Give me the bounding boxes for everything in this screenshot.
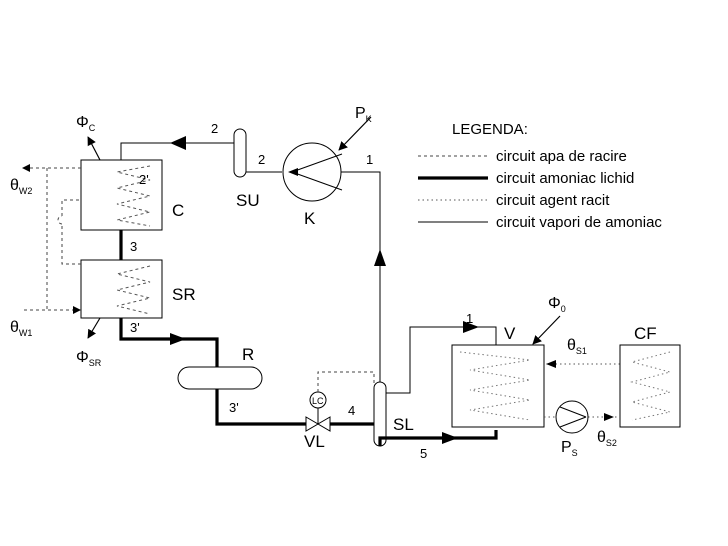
- theta-s1-arrow-icon: [546, 360, 556, 368]
- phi-sr-symbol: ΦSR: [76, 349, 102, 368]
- cooling-water-circuit: [22, 167, 81, 311]
- pipe-v-to-sl: [386, 326, 497, 394]
- point-3-label: 3: [130, 239, 137, 254]
- evaporator-label: V: [504, 324, 516, 343]
- level-control-signal-line: [317, 371, 375, 392]
- legend-item-ammonia-vapour: circuit vapori de amoniac: [496, 214, 662, 231]
- point-2-prime-label: 2': [139, 172, 149, 187]
- phi-c-arrow-icon: [87, 136, 101, 161]
- condenser: C 2': [80, 159, 184, 231]
- point-2-compressor-label: 2: [258, 152, 265, 167]
- point-1-evaporator-label: 1: [466, 311, 473, 326]
- legend-item-liquid-ammonia: circuit amoniac lichid: [496, 170, 634, 187]
- separator-su: SU: [233, 128, 260, 210]
- phi-0-arrow-icon: [532, 315, 561, 345]
- flow-arrow-2-icon: [170, 136, 186, 150]
- ps-symbol: PS: [561, 439, 578, 458]
- theta-w2-symbol: θW2: [10, 177, 32, 196]
- subcooler: SR: [80, 259, 196, 319]
- point-5-label: 5: [420, 446, 427, 461]
- theta-s2-arrow-icon: [604, 413, 614, 421]
- flow-arrow-1-icon: [374, 249, 386, 266]
- flow-arrow-1-evap-icon: [463, 321, 479, 333]
- point-2-top-label: 2: [211, 121, 218, 136]
- subcooler-label: SR: [172, 285, 196, 304]
- level-control-label: LC: [312, 396, 324, 406]
- separator-su-label: SU: [236, 191, 260, 210]
- phi-c-symbol: ΦC: [76, 114, 96, 133]
- separator-sl: SL: [373, 381, 414, 447]
- theta-s1-symbol: θS1: [567, 337, 587, 356]
- theta-s2-symbol: θS2: [597, 429, 617, 448]
- theta-w1-arrow-icon: [73, 306, 81, 314]
- pipe-sl-to-k: [341, 171, 381, 385]
- receiver-label: R: [242, 345, 254, 364]
- pk-arrow-icon: [338, 116, 372, 151]
- pipe-sl-to-v: [378, 430, 498, 446]
- receiver: R: [177, 345, 263, 390]
- phi-0-symbol: Φ0: [548, 295, 566, 314]
- consumer-label: CF: [634, 324, 657, 343]
- separator-sl-label: SL: [393, 415, 414, 434]
- pipe-su-to-condenser: [120, 142, 234, 160]
- point-3-prime-bottom-label: 3': [229, 400, 239, 415]
- flow-arrow-5-icon: [442, 432, 458, 444]
- pipe-r-to-vl: [215, 389, 306, 426]
- point-3-prime-top-label: 3': [130, 320, 140, 335]
- pk-symbol: PK: [355, 105, 372, 124]
- legend-item-cooled-agent: circuit agent racit: [496, 192, 610, 209]
- compressor: K: [282, 142, 343, 228]
- evaporator: V: [451, 324, 545, 428]
- phi-sr-arrow-icon: [87, 317, 101, 339]
- theta-w1-symbol: θW1: [10, 319, 32, 338]
- condenser-label: C: [172, 201, 184, 220]
- legend-item-cooling-water: circuit apa de racire: [496, 148, 627, 165]
- legend-title: LEGENDA:: [452, 121, 528, 138]
- pipe-sr-to-r: [119, 318, 219, 367]
- expansion-valve: LC VL: [304, 391, 331, 451]
- point-4-label: 4: [348, 403, 355, 418]
- expansion-valve-label: VL: [304, 432, 325, 451]
- compressor-label: K: [304, 209, 316, 228]
- legend: LEGENDA: circuit apa de racire circuit a…: [418, 121, 662, 231]
- cooled-agent-circuit: [544, 363, 620, 418]
- pump: [555, 400, 614, 434]
- consumer: CF: [619, 324, 681, 428]
- flow-arrow-3prime-icon: [170, 333, 186, 345]
- point-1-compressor-label: 1: [366, 152, 373, 167]
- theta-w2-arrow-icon: [22, 164, 30, 172]
